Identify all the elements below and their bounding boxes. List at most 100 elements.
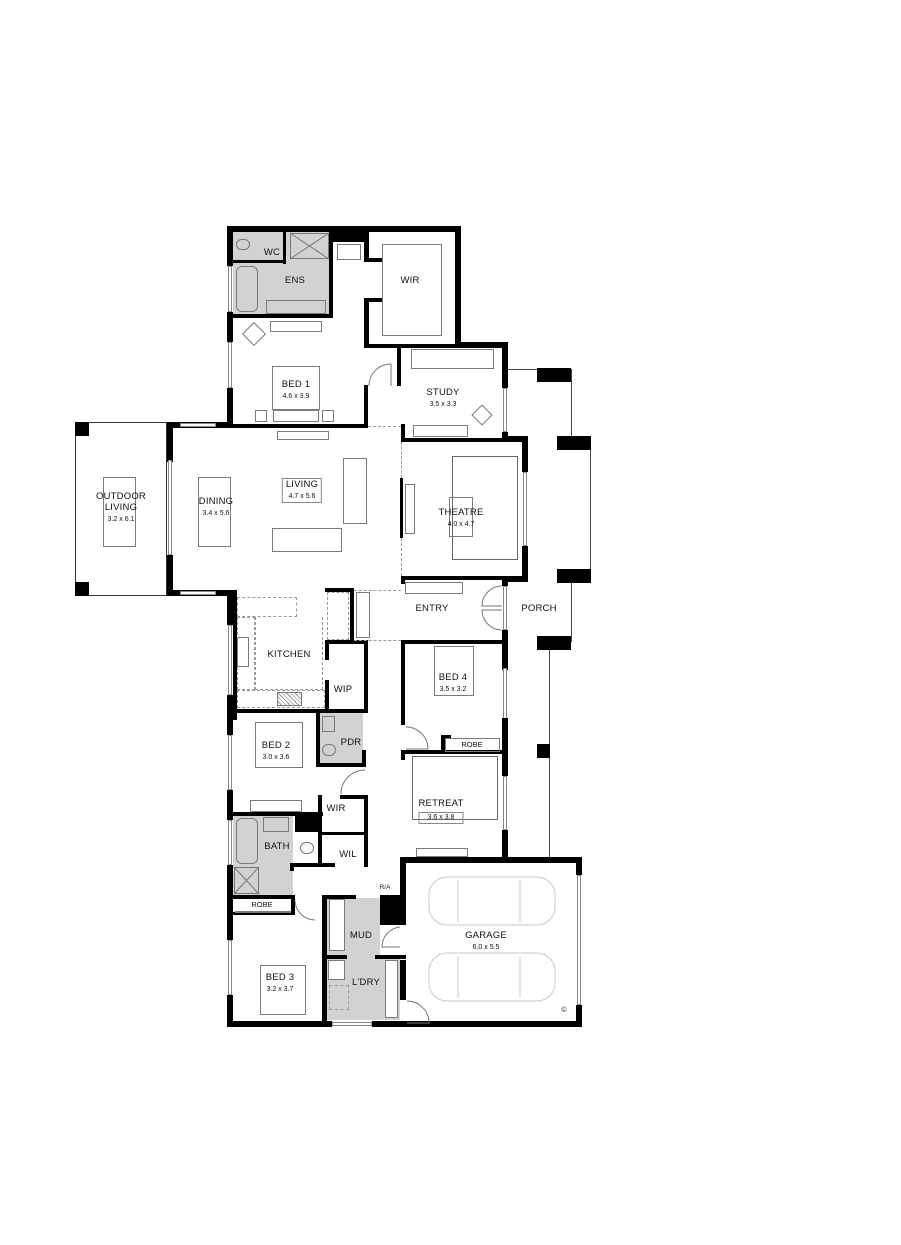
shower-icon bbox=[233, 866, 260, 895]
exterior-wall bbox=[372, 1021, 406, 1027]
interior-wall bbox=[401, 438, 506, 442]
wir-island bbox=[382, 244, 442, 336]
porch-column bbox=[537, 368, 571, 382]
window bbox=[503, 586, 507, 630]
interior-wall bbox=[329, 232, 333, 318]
bed-3-bed bbox=[260, 965, 306, 1015]
room-label-entry: ENTRY bbox=[415, 603, 449, 614]
interior-wall bbox=[364, 344, 459, 348]
retreat-sofa bbox=[412, 756, 498, 820]
room-label-laundry: L'DRY bbox=[352, 977, 380, 988]
door-swing bbox=[340, 769, 366, 795]
bathtub bbox=[236, 818, 258, 864]
garage-door bbox=[577, 875, 581, 1005]
bed-1-bed bbox=[272, 366, 320, 410]
interior-wall bbox=[333, 232, 367, 242]
window bbox=[228, 820, 232, 865]
interior-wall bbox=[233, 590, 237, 720]
interior-wall bbox=[322, 895, 327, 1027]
window bbox=[503, 668, 507, 720]
interior-wall bbox=[401, 576, 405, 584]
porch-outline bbox=[571, 369, 572, 439]
window bbox=[503, 388, 507, 432]
dressing-table bbox=[337, 244, 361, 260]
interior-wall bbox=[364, 232, 369, 262]
interior-wall bbox=[364, 795, 368, 867]
interior-wall bbox=[401, 424, 405, 442]
door-swing bbox=[381, 926, 401, 948]
kitchen-bench-outline bbox=[237, 690, 325, 708]
exterior-wall bbox=[227, 312, 233, 342]
door-swing bbox=[405, 726, 429, 750]
garage-wall bbox=[400, 857, 406, 905]
laundry-machine bbox=[329, 985, 349, 1010]
interior-wall bbox=[362, 750, 366, 767]
kitchen-bench-outline bbox=[237, 597, 297, 617]
room-label-robe4: ROBE bbox=[461, 740, 483, 749]
vanity bbox=[263, 817, 289, 832]
interior-wall bbox=[318, 832, 368, 835]
porch-column bbox=[537, 636, 571, 650]
sliding-door bbox=[168, 460, 172, 555]
door-swing bbox=[368, 363, 392, 387]
interior-wall bbox=[364, 385, 368, 428]
interior-wall bbox=[397, 344, 401, 386]
cooktop bbox=[277, 692, 302, 706]
interior-wall bbox=[350, 588, 354, 643]
opening-line bbox=[368, 426, 401, 427]
exterior-wall bbox=[455, 226, 461, 348]
robe-3-door bbox=[235, 911, 291, 913]
exterior-wall bbox=[227, 595, 233, 625]
opening-line bbox=[354, 640, 401, 641]
door-swing bbox=[294, 899, 316, 921]
garage-wall bbox=[576, 1005, 582, 1027]
bedside bbox=[255, 410, 267, 422]
interior-wall bbox=[318, 795, 322, 867]
vanity bbox=[266, 300, 326, 314]
interior-wall bbox=[401, 750, 506, 754]
exterior-wall bbox=[227, 388, 233, 428]
toilet bbox=[236, 239, 250, 250]
bed-4-bed bbox=[434, 646, 474, 696]
outdoor-table bbox=[103, 477, 136, 547]
porch-outline bbox=[571, 572, 572, 642]
ottoman bbox=[449, 497, 473, 537]
interior-wall bbox=[364, 298, 369, 348]
room-label-pdr: PDR bbox=[340, 737, 362, 748]
porch-column bbox=[557, 569, 591, 583]
laundry-cabinet bbox=[385, 960, 398, 1018]
bed-2-bed bbox=[255, 722, 303, 768]
interior-wall bbox=[441, 735, 445, 753]
garage-wall bbox=[400, 960, 406, 1000]
sofa bbox=[272, 528, 342, 552]
retreat-tv-unit bbox=[416, 848, 468, 857]
kitchen-sink bbox=[237, 637, 249, 667]
interior-wall bbox=[325, 680, 329, 710]
interior-wall bbox=[233, 812, 323, 816]
interior-wall bbox=[401, 576, 506, 580]
toilet bbox=[322, 744, 336, 756]
interior-wall bbox=[233, 912, 295, 915]
opening-line bbox=[401, 538, 402, 576]
room-label-porch: PORCH bbox=[521, 603, 557, 614]
garage-wall bbox=[400, 1021, 582, 1027]
exterior-wall bbox=[502, 436, 528, 442]
shower-icon bbox=[289, 232, 330, 260]
exterior-wall bbox=[227, 695, 233, 735]
exterior-wall bbox=[227, 995, 233, 1027]
exterior-wall bbox=[227, 226, 461, 232]
exterior-wall bbox=[167, 555, 173, 596]
room-label-kitchen: KITCHEN bbox=[267, 649, 311, 660]
door-swing bbox=[406, 1000, 430, 1024]
room-label-wir-2: WIR bbox=[326, 803, 346, 814]
interior-wall bbox=[400, 478, 403, 538]
exterior-wall bbox=[227, 790, 233, 820]
porch-outline bbox=[590, 437, 591, 572]
exterior-wall bbox=[227, 865, 233, 940]
